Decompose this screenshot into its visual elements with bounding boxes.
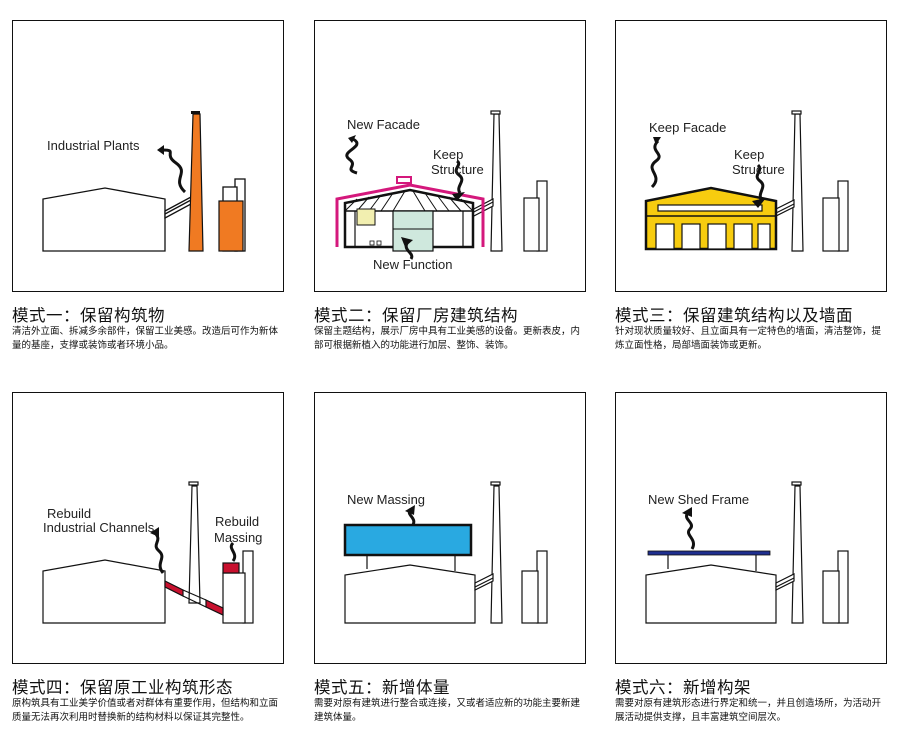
structure-arrow (454, 159, 464, 194)
arrow-head (682, 507, 692, 517)
base-buildings (42, 481, 254, 624)
label-industrial-plants: Industrial Plants (47, 138, 140, 153)
mode-6-description: 需要对原有建筑形态进行界定和统一，并且创造场所，为活动开展活动提供支撑，且丰富建… (615, 698, 882, 723)
new-massing-block (343, 523, 473, 557)
arrow-head (348, 135, 356, 143)
kept-structure-with-facade (335, 176, 485, 252)
chimney-highlight (188, 111, 244, 252)
label-keep-facade: Keep Facade (649, 120, 726, 135)
arrow-head (752, 198, 766, 208)
massing-arrow (229, 541, 237, 562)
mode-1-title: 模式一：保留构筑物 (12, 306, 165, 325)
base-buildings (344, 481, 548, 624)
facade-arrow (650, 139, 661, 189)
diagram-panel-1: Industrial Plants (12, 20, 284, 292)
mode-2-title: 模式二：保留厂房建筑结构 (314, 306, 518, 325)
new-shed-frame (647, 550, 771, 556)
base-buildings (645, 481, 849, 624)
rebuild-highlights (164, 562, 240, 616)
mode-4-description: 原构筑具有工业美学价值或者对群体有重要作用，但结构和立面质量无法再次利用时替换新… (12, 698, 279, 723)
label-new-facade: New Facade (347, 117, 420, 132)
kept-facade (644, 186, 778, 251)
label-industrial-channels: Industrial Channels (43, 520, 155, 535)
base-buildings (42, 178, 246, 252)
mode-3-title: 模式三：保留建筑结构以及墙面 (615, 306, 853, 325)
mode-2-diagram: New Facade Keep Structure New Function (335, 110, 548, 272)
frame-arrow (685, 511, 695, 550)
mode-2-description: 保留主题结构，展示厂房中具有工业美感的设备。更新表皮，内部可根据新植入的功能进行… (314, 326, 581, 351)
mode-6-title: 模式六：新增构架 (615, 678, 751, 697)
diagram-panel-5: New Massing (314, 392, 586, 664)
mode-4-title: 模式四：保留原工业构筑形态 (12, 678, 233, 697)
label-structure: Structure (732, 162, 785, 177)
diagram-panel-4: Rebuild Industrial Channels Rebuild Mass… (12, 392, 284, 664)
arrow-head (150, 527, 159, 537)
facade-arrow (345, 137, 359, 175)
label-new-function: New Function (373, 257, 452, 272)
label-keep: Keep (734, 147, 764, 162)
mode-5-description: 需要对原有建筑进行整合或连接，又或者适应新的功能主要新建建筑体量。 (314, 698, 581, 723)
label-keep: Keep (433, 147, 463, 162)
label-massing: Massing (214, 530, 262, 545)
channels-arrow (153, 531, 165, 574)
mode-5-diagram: New Massing (343, 481, 548, 624)
diagram-panel-6: New Shed Frame (615, 392, 887, 664)
mode-1-diagram: Industrial Plants (42, 111, 246, 252)
mode-3-description: 针对现状质量较好、且立面具有一定特色的墙面，清洁整饰，提炼立面性格，局部墙面装饰… (615, 326, 882, 351)
label-new-massing: New Massing (347, 492, 425, 507)
base-buildings (775, 110, 849, 252)
label-rebuild-2: Rebuild (215, 514, 259, 529)
mode-4-diagram: Rebuild Industrial Channels Rebuild Mass… (42, 481, 262, 624)
diagram-panel-2: New Facade Keep Structure New Function (314, 20, 586, 292)
label-new-shed-frame: New Shed Frame (648, 492, 749, 507)
label-rebuild-1: Rebuild (47, 506, 91, 521)
arrow-head (653, 137, 661, 145)
mode-5-title: 模式五：新增体量 (314, 678, 450, 697)
arrow-head (405, 505, 415, 515)
arrow-head (401, 237, 413, 247)
label-structure: Structure (431, 162, 484, 177)
mode-1-description: 清洁外立面、拆减多余部件，保留工业美感。改造后可作为新体量的基座，支撑或装饰或者… (12, 326, 279, 351)
squiggle-arrow (162, 148, 187, 194)
structure-arrow (755, 163, 765, 202)
arrow-head (157, 145, 164, 155)
mode-3-diagram: Keep Facade Keep Structure (644, 110, 849, 252)
diagram-panel-3: Keep Facade Keep Structure (615, 20, 887, 292)
mode-6-diagram: New Shed Frame (645, 481, 849, 624)
arrow-head (452, 192, 465, 201)
